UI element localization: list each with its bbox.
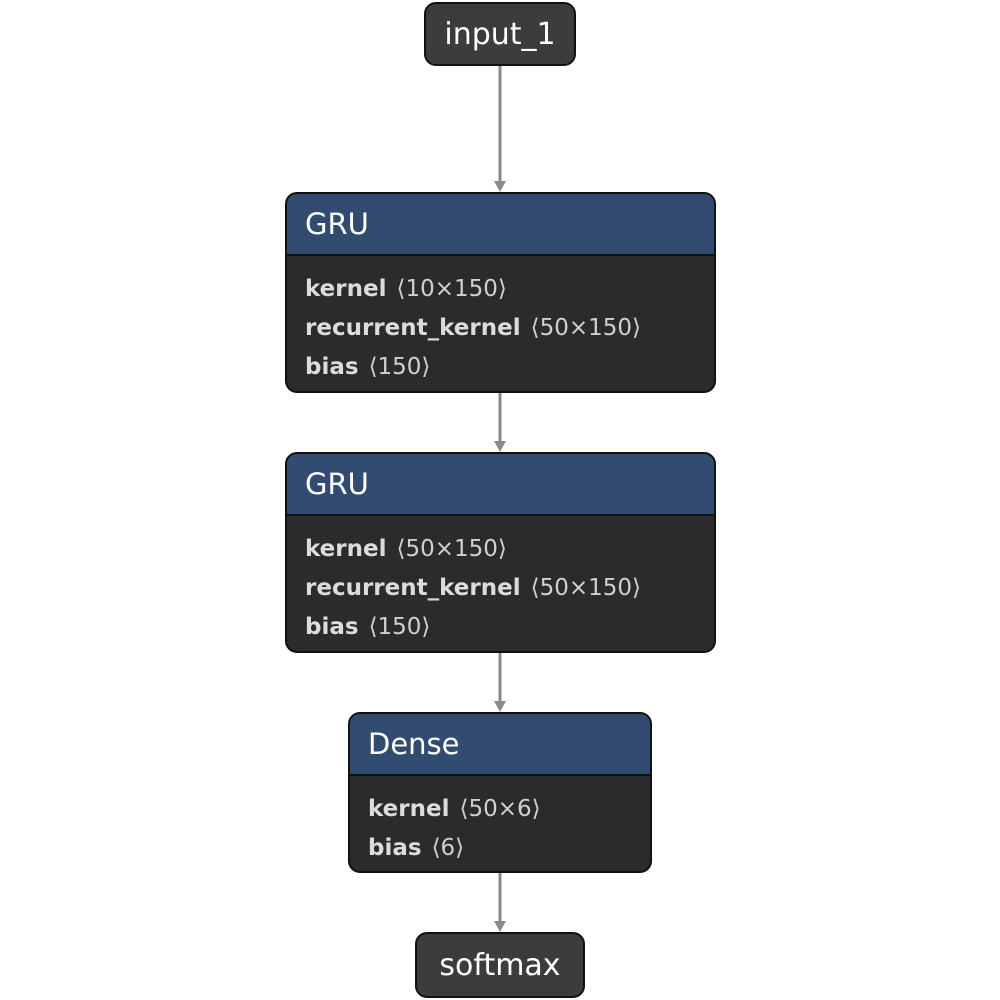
attr-row: recurrent_kernel ⟨50×150⟩ [305,569,696,608]
arrowhead-4 [494,921,506,932]
dense-layer-header: Dense [350,714,650,776]
attr-name: bias [368,835,422,861]
gru-layer-2[interactable]: GRU kernel ⟨50×150⟩ recurrent_kernel ⟨50×1… [285,452,716,653]
attr-shape: ⟨50×6⟩ [459,796,541,822]
arrowhead-1 [494,181,506,192]
attr-shape: ⟨50×150⟩ [396,536,507,562]
softmax-node[interactable]: softmax [415,932,585,998]
softmax-node-label: softmax [439,947,561,983]
attr-name: recurrent_kernel [305,315,521,341]
gru-layer-2-header: GRU [287,454,714,516]
attr-name: kernel [305,276,387,302]
attr-name: kernel [368,796,450,822]
attr-row: kernel ⟨50×6⟩ [368,790,632,829]
attr-name: bias [305,614,359,640]
attr-name: kernel [305,536,387,562]
gru-layer-1-header: GRU [287,194,714,256]
attr-name: bias [305,354,359,380]
gru-layer-1[interactable]: GRU kernel ⟨10×150⟩ recurrent_kernel ⟨50×1… [285,192,716,393]
attr-row: bias ⟨6⟩ [368,829,632,868]
input-node-label: input_1 [444,16,556,52]
attr-row: kernel ⟨10×150⟩ [305,270,696,309]
attr-name: recurrent_kernel [305,575,521,601]
attr-row: kernel ⟨50×150⟩ [305,530,696,569]
attr-shape: ⟨10×150⟩ [396,276,507,302]
attr-row: bias ⟨150⟩ [305,608,696,647]
arrowhead-2 [494,441,506,452]
attr-shape: ⟨6⟩ [431,835,465,861]
dense-layer[interactable]: Dense kernel ⟨50×6⟩ bias ⟨6⟩ [348,712,652,873]
attr-shape: ⟨50×150⟩ [530,315,641,341]
attr-shape: ⟨50×150⟩ [530,575,641,601]
attr-row: recurrent_kernel ⟨50×150⟩ [305,309,696,348]
attr-row: bias ⟨150⟩ [305,348,696,387]
input-node[interactable]: input_1 [424,2,576,66]
arrowhead-3 [494,701,506,712]
attr-shape: ⟨150⟩ [368,614,431,640]
attr-shape: ⟨150⟩ [368,354,431,380]
